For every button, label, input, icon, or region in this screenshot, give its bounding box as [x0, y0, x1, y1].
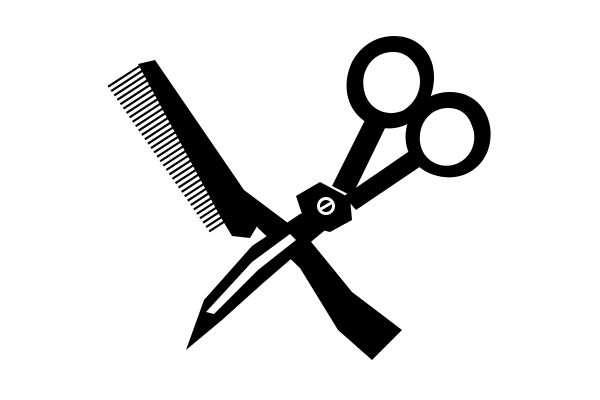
comb-tooth: [156, 136, 188, 158]
comb-tooth: [144, 118, 176, 141]
comb-tooth: [125, 91, 159, 114]
comb-tooth: [193, 190, 223, 211]
scissors-blade-lower: [186, 208, 330, 350]
comb-tooth: [199, 199, 228, 220]
comb-tooth: [122, 87, 156, 110]
scissors-pivot-slot: [320, 201, 332, 211]
scissors-shank-upper: [332, 112, 388, 196]
scissors-ring-lower: [405, 92, 491, 178]
comb-tooth: [110, 69, 144, 92]
scissors-icon: [186, 36, 491, 350]
comb-tooth: [159, 141, 191, 163]
comb-tooth: [190, 186, 220, 207]
comb-tooth: [113, 74, 147, 97]
comb-tooth: [138, 109, 170, 132]
comb-tooth: [168, 154, 199, 176]
comb-tooth: [208, 213, 237, 233]
comb-tooth: [132, 100, 164, 123]
comb-tooth: [162, 145, 193, 167]
comb-teeth: [107, 65, 237, 233]
comb-tooth: [187, 181, 217, 202]
comb-tooth: [153, 132, 185, 154]
scissors-ring-upper: [346, 36, 435, 129]
comb-tooth: [202, 204, 231, 224]
comb-tooth: [135, 105, 167, 128]
comb-tooth: [171, 159, 202, 180]
comb-tooth: [147, 123, 179, 145]
comb-tooth: [184, 177, 214, 198]
comb-tooth: [116, 78, 150, 101]
comb-icon: [107, 60, 402, 360]
comb-tooth: [205, 208, 234, 228]
comb-tooth: [174, 163, 205, 185]
comb-tooth: [128, 96, 161, 119]
comb-tooth: [165, 150, 196, 171]
comb-tooth: [119, 83, 153, 106]
comb-tooth: [177, 168, 208, 189]
comb-tooth: [196, 195, 225, 215]
scissors-blade-edge: [206, 234, 296, 314]
scissors-shank-lower: [344, 150, 424, 210]
comb-spine: [138, 60, 268, 238]
comb-tooth: [180, 172, 211, 193]
comb-tooth: [107, 65, 141, 88]
comb-tooth: [141, 114, 173, 136]
comb-tooth: [150, 127, 182, 150]
